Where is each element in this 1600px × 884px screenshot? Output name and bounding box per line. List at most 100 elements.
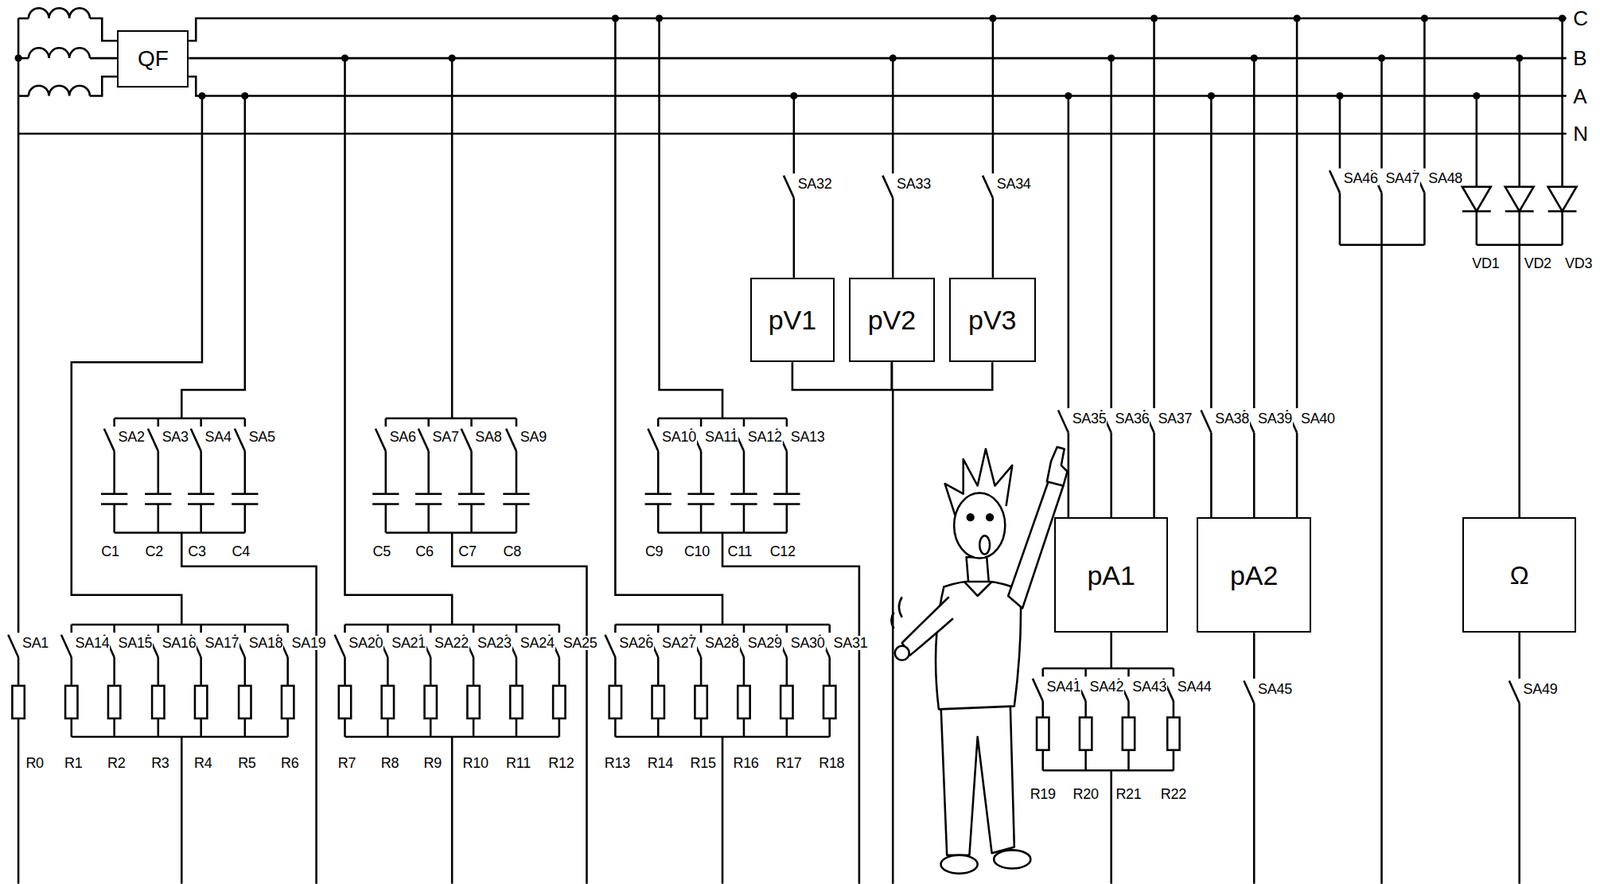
node-text: pA2 (1230, 561, 1279, 589)
wire (1518, 210, 1521, 245)
wire (1109, 432, 1113, 518)
resistor-symbol (609, 685, 622, 719)
wire (614, 624, 617, 633)
node-text: pV2 (868, 306, 917, 334)
switch-blade (647, 428, 658, 452)
wire (1172, 750, 1176, 771)
wire (515, 451, 518, 495)
component-label: SA6 (389, 429, 417, 444)
resistor-symbol (823, 685, 836, 719)
wire (786, 624, 789, 633)
wire (199, 657, 203, 686)
wire (657, 451, 660, 495)
switch-blade (506, 428, 517, 452)
wire (1109, 770, 1113, 884)
arm (902, 596, 954, 655)
switch-blade (1243, 680, 1254, 703)
wire (657, 718, 660, 737)
collar (964, 581, 993, 596)
component-label: R13 (603, 755, 631, 771)
wire (515, 418, 518, 427)
wire (558, 624, 561, 633)
wire (1561, 18, 1564, 187)
component-label: SA15 (116, 635, 153, 651)
wire (786, 657, 789, 686)
wire (515, 624, 518, 633)
component-label: C8 (502, 544, 522, 559)
component-label: R21 (1114, 786, 1142, 802)
capacitor-plate (687, 492, 714, 495)
meter-box: pV2 (848, 277, 935, 363)
component-label: SA26 (618, 635, 655, 651)
meter-box: pA1 (1054, 517, 1169, 633)
wire (244, 418, 247, 427)
component-label: SA32 (797, 176, 834, 191)
switch-blade (1201, 410, 1212, 433)
wire (427, 418, 430, 427)
wire (1339, 192, 1342, 245)
switch-blade (61, 634, 72, 658)
wire (1084, 750, 1087, 771)
wire (1109, 58, 1113, 409)
wire (1475, 96, 1479, 187)
component-label: SA49 (1522, 681, 1559, 697)
wire (343, 624, 347, 633)
switch-blade (7, 634, 19, 658)
wire (1380, 245, 1383, 884)
wire (181, 532, 316, 884)
wire (1423, 18, 1426, 169)
resistor-symbol (1079, 717, 1092, 751)
wire (793, 198, 796, 278)
wire (828, 624, 831, 633)
bus-line (188, 76, 1566, 96)
component-label: R9 (423, 755, 443, 771)
wire (1127, 668, 1130, 677)
bus-name: A (1572, 85, 1588, 107)
wire (70, 624, 73, 633)
wire (891, 58, 895, 174)
wire (1253, 632, 1256, 679)
wire (700, 657, 703, 686)
switch-blade (1509, 680, 1520, 703)
wire (343, 657, 347, 686)
component-label: R11 (505, 755, 532, 771)
capacitor-plate (730, 492, 757, 495)
resistor-symbol (652, 685, 665, 719)
component-label: R17 (774, 755, 802, 771)
component-label: SA18 (248, 635, 285, 651)
wire (743, 657, 746, 686)
circuit-breaker: QF (116, 30, 189, 88)
switch-blade (882, 175, 893, 199)
resistor-symbol (1122, 717, 1135, 751)
wire (657, 418, 660, 427)
wire (71, 623, 289, 627)
wire (828, 657, 831, 686)
capacitor-plate (187, 492, 215, 495)
wire (451, 532, 587, 884)
wire (1127, 750, 1130, 771)
component-label: R12 (547, 755, 575, 771)
meter-box: pV1 (750, 277, 835, 363)
node-text: pA1 (1086, 561, 1136, 589)
capacitor-plate (144, 492, 172, 495)
component-label: SA21 (390, 635, 427, 651)
wire (700, 624, 703, 633)
wire (558, 718, 561, 737)
component-label: SA40 (1300, 411, 1336, 426)
wire (657, 417, 787, 421)
component-label: SA38 (1214, 411, 1250, 426)
wire (558, 657, 561, 686)
wire (891, 389, 895, 884)
component-label: SA28 (704, 635, 740, 651)
capacitor-plate (773, 492, 800, 495)
capacitor-plate (458, 492, 485, 495)
coil-symbol (28, 7, 90, 19)
wire (472, 624, 475, 633)
wire (429, 657, 433, 686)
wire (386, 657, 390, 686)
component-label: SA14 (74, 635, 111, 651)
component-label: SA13 (790, 429, 826, 444)
component-label: C9 (644, 544, 664, 559)
component-label: SA11 (704, 429, 740, 444)
